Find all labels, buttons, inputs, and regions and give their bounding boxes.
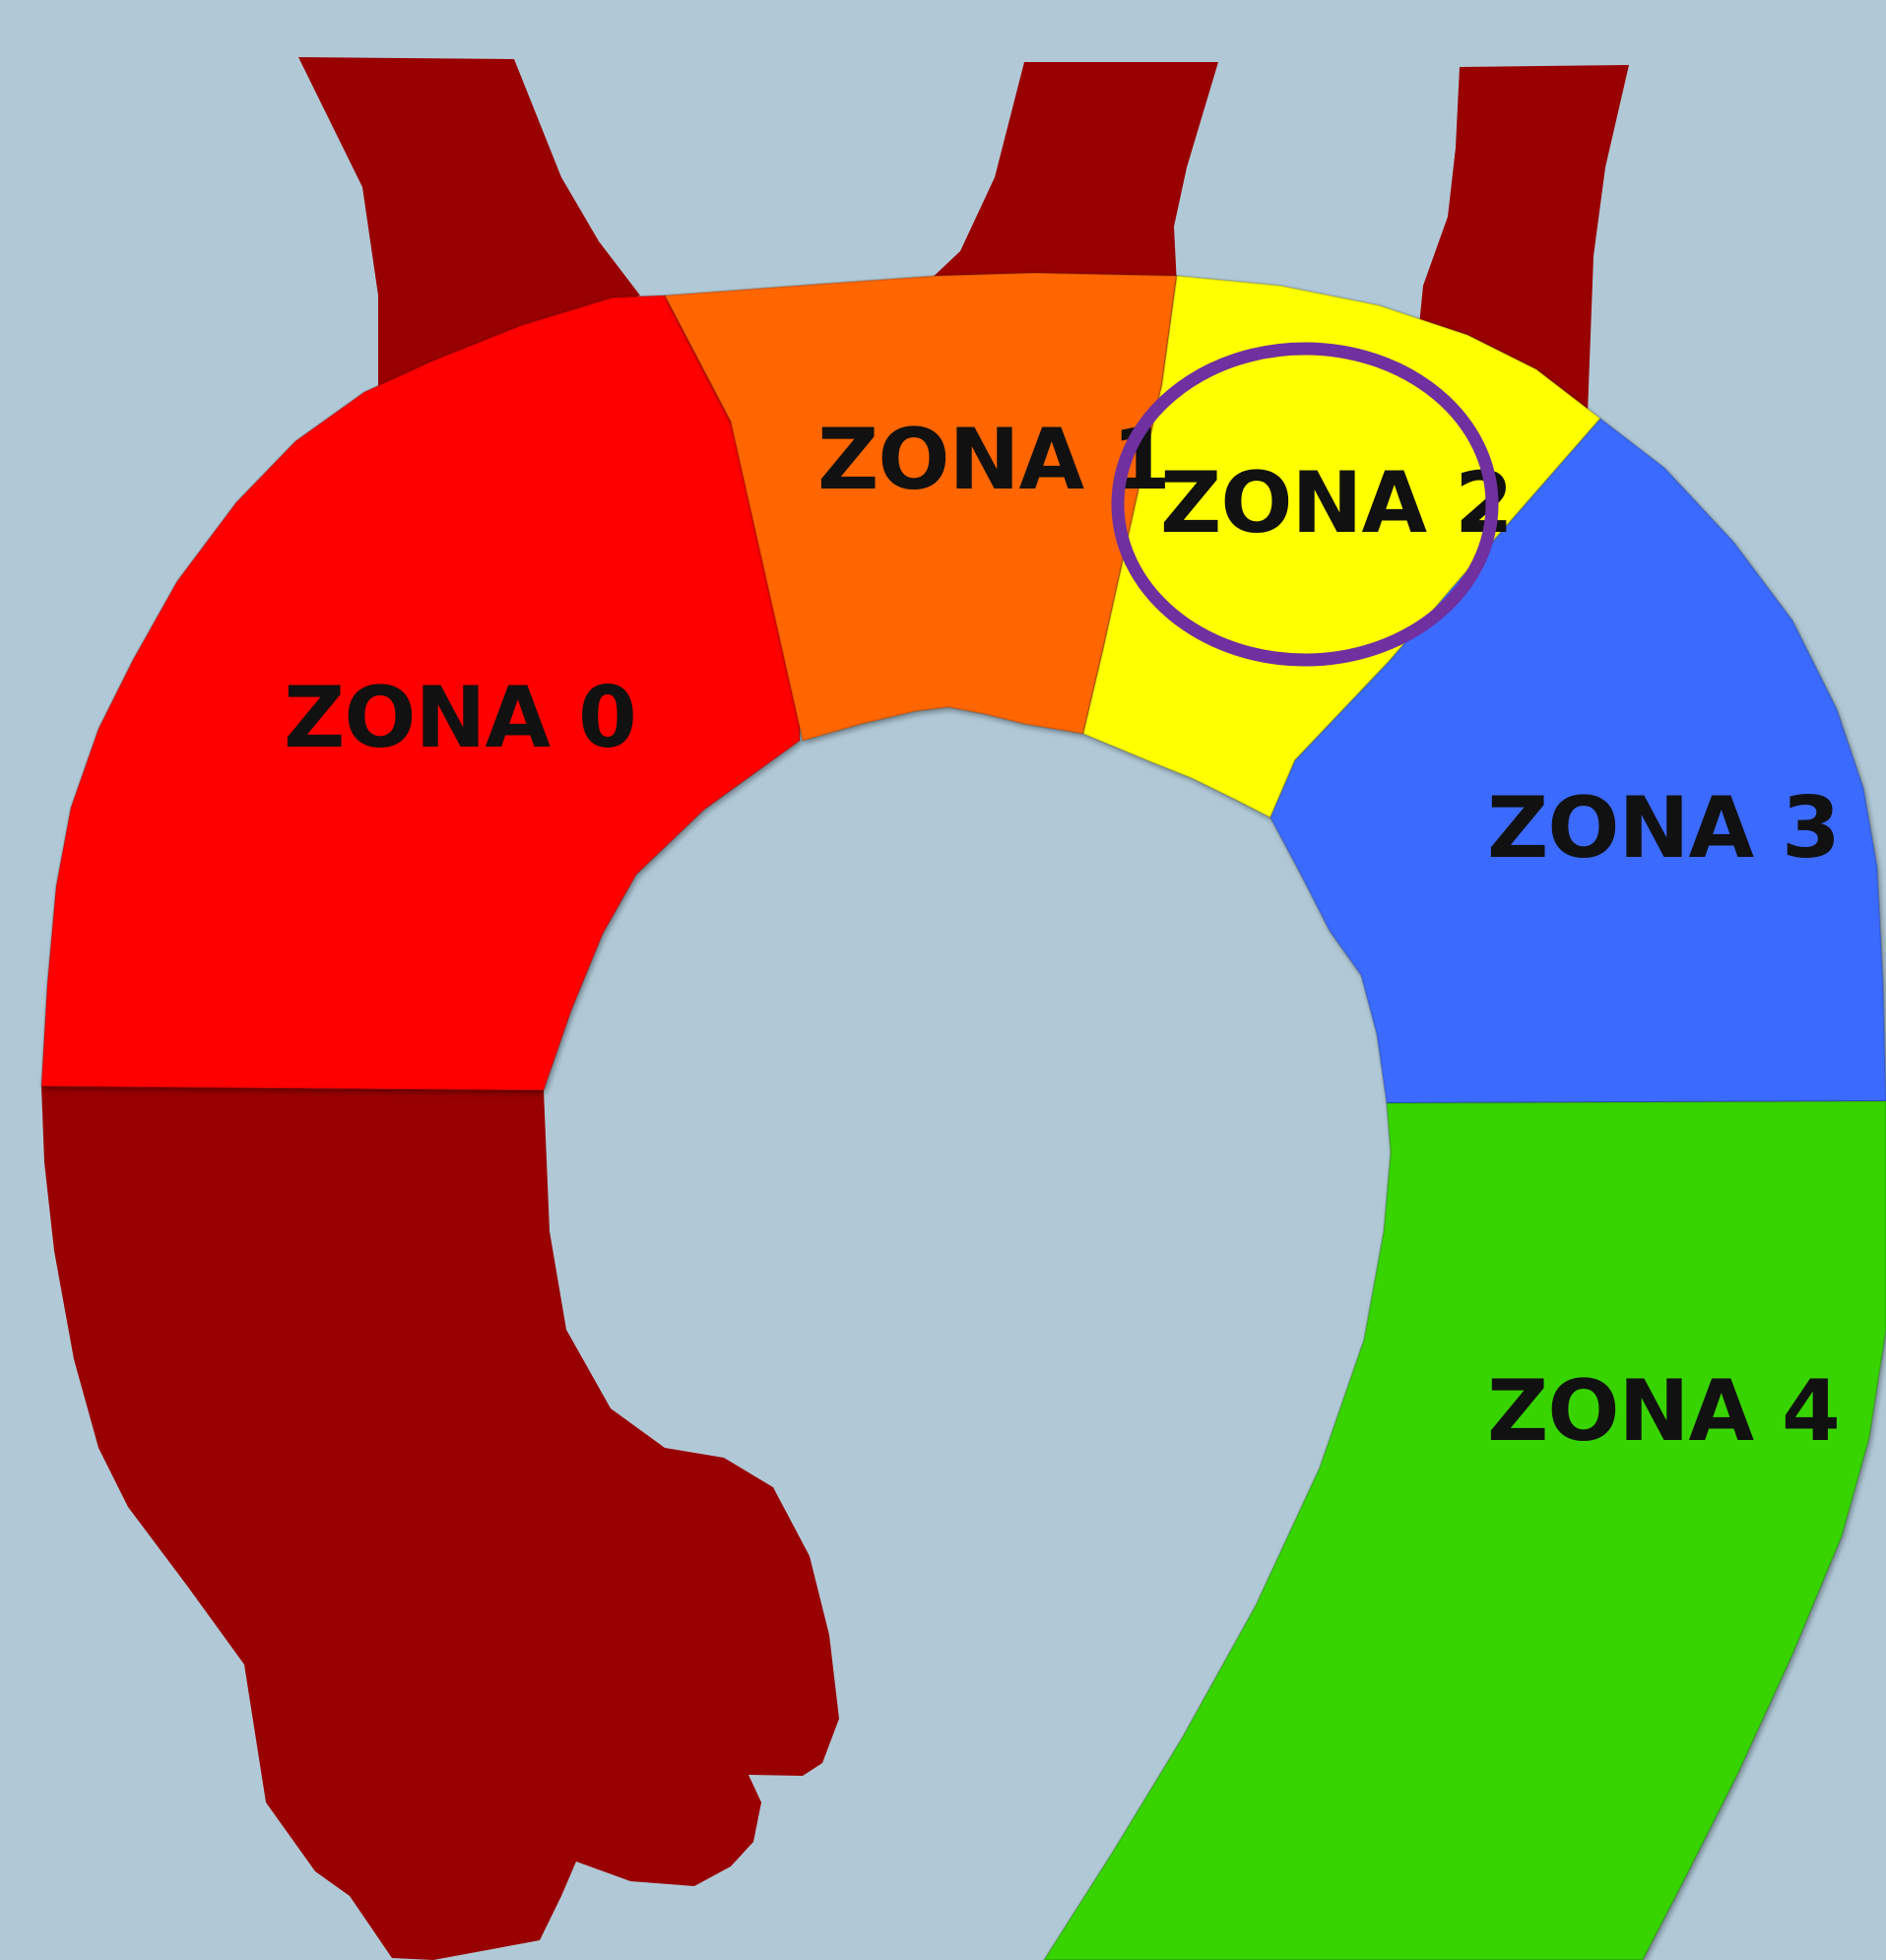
zone-2-label: ZONA 2 <box>1160 454 1513 553</box>
zone-0-label: ZONA 0 <box>284 669 636 767</box>
left-carotid-branch <box>926 62 1218 286</box>
zone-4-segment <box>1044 1101 1886 1960</box>
zone-4-label: ZONA 4 <box>1487 1362 1840 1461</box>
zone-3-label: ZONA 3 <box>1487 779 1840 878</box>
aortic-root-vessel <box>41 1086 839 1960</box>
